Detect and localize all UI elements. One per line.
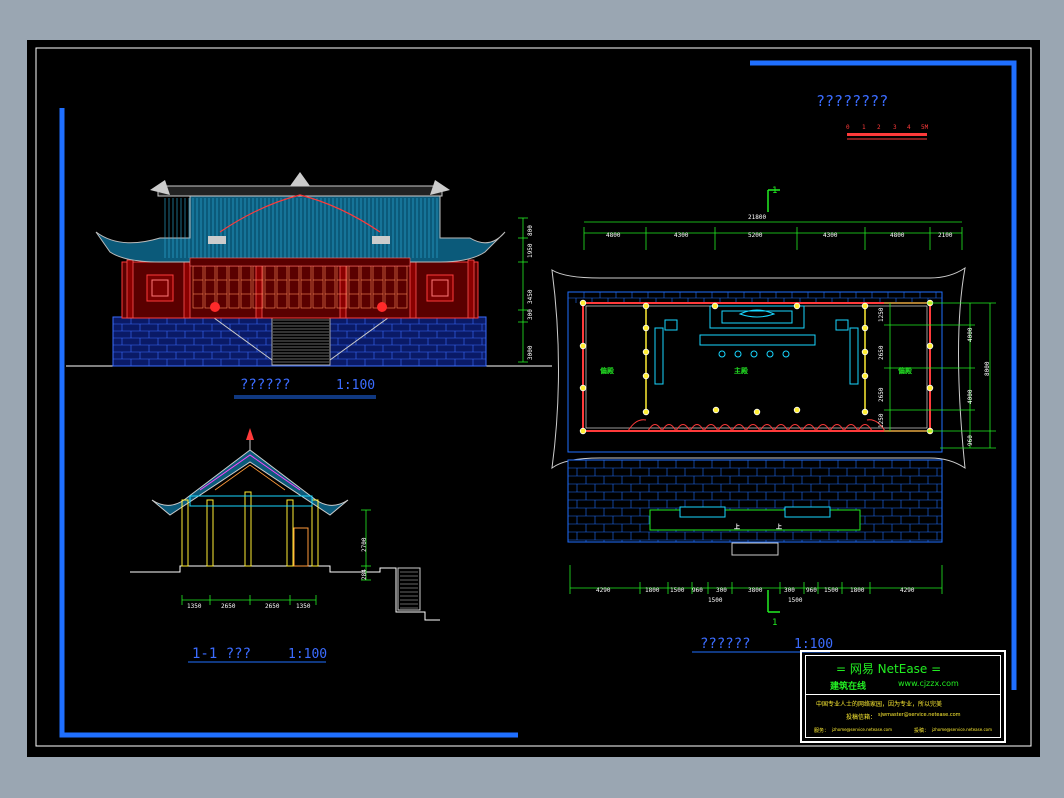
plan-column <box>861 408 869 416</box>
section-dim-label: 1350 <box>187 603 202 610</box>
scale-tick-label: 2 <box>877 124 881 131</box>
plan-dim-label: 960 <box>967 435 974 446</box>
brand-label: = 网易 NetEase = <box>836 662 942 676</box>
plan-dim-label: 1250 <box>878 413 885 428</box>
plan-dim-label: 300 <box>716 587 727 594</box>
plan-column <box>793 302 801 310</box>
section-drawing <box>130 428 440 663</box>
plan-column <box>579 299 587 307</box>
room-label-right: 偏殿 <box>898 367 912 375</box>
plan-dim-label: 2100 <box>938 232 953 239</box>
elevation-title: ?????? <box>240 377 291 393</box>
plan-dim-label: 1500 <box>788 597 803 604</box>
elevation-dim-label: 3000 <box>527 345 534 360</box>
plan-column <box>711 302 719 310</box>
plan-column <box>861 348 869 356</box>
frame-brackets <box>59 60 1017 738</box>
contact-label-3: 投稿： <box>914 728 930 734</box>
plan-column <box>753 408 761 416</box>
contact-email-1[interactable]: sjwmaster@service.netease.com <box>878 712 961 718</box>
section-mark-top: 1 <box>772 186 778 196</box>
plan-dim-label: 8000 <box>984 361 991 376</box>
plan-dim-label: 1800 <box>645 587 660 594</box>
plan-column <box>861 372 869 380</box>
plan-dim-label: 1500 <box>670 587 685 594</box>
plan-dim-label: 4300 <box>674 232 689 239</box>
plan-column <box>926 384 934 392</box>
plan-column <box>579 427 587 435</box>
plan-dim-label: 1500 <box>708 597 723 604</box>
plan-dim-label: 300 <box>784 587 795 594</box>
scale-tick-label: 5M <box>921 124 929 131</box>
scale-tick-label: 1 <box>862 124 866 131</box>
elevation-dim-label: 800 <box>527 225 534 236</box>
plan-column <box>926 342 934 350</box>
elevation-scale: 1:100 <box>336 378 376 393</box>
plan-dim-label: 1500 <box>824 587 839 594</box>
plan-total-width: 21800 <box>748 214 767 221</box>
scale-tick-label: 4 <box>907 124 911 131</box>
section-scale: 1:100 <box>288 647 328 662</box>
contact-label-1: 投稿信箱： <box>846 714 877 721</box>
plan-dim-label: 4800 <box>890 232 905 239</box>
plan-scale: 1:100 <box>794 637 834 652</box>
plan-column <box>861 302 869 310</box>
sheet-border <box>35 47 1032 747</box>
section-dim-label: 2650 <box>221 603 236 610</box>
plan-dim-label: 4290 <box>900 587 915 594</box>
elevation-dim-label: 300 <box>527 309 534 320</box>
scale-tick-label: 0 <box>846 124 850 131</box>
plan-column <box>579 384 587 392</box>
elevation-dim-label: 1950 <box>527 243 534 258</box>
section-dim-label: 1350 <box>296 603 311 610</box>
plan-dim-label: 5200 <box>748 232 763 239</box>
plan-column <box>712 406 720 414</box>
scale-bar-title: ???????? <box>816 92 889 110</box>
scale-tick-label: 3 <box>893 124 897 131</box>
section-title: 1-1 ??? <box>192 646 252 662</box>
plan-dim-label: 4290 <box>596 587 611 594</box>
contact-email-2[interactable]: jzhome@service.netease.com <box>832 727 892 732</box>
plan-dim-label: 1800 <box>850 587 865 594</box>
site-url[interactable]: www.cjzzx.com <box>898 679 959 688</box>
scale-bar <box>847 133 927 140</box>
section-dim-label: 2700 <box>361 537 368 552</box>
plan-dim-label: 2650 <box>878 387 885 402</box>
plan-column <box>642 372 650 380</box>
room-label-left: 偏殿 <box>600 367 614 375</box>
plan-dim-label: 3800 <box>748 587 763 594</box>
room-label-center: 主殿 <box>734 367 748 375</box>
plan-column <box>861 324 869 332</box>
section-dim-label: 284 <box>361 569 368 580</box>
plan-column <box>793 406 801 414</box>
plan-dim-label: 4800 <box>606 232 621 239</box>
plan-column <box>642 348 650 356</box>
plan-dim-label: 960 <box>692 587 703 594</box>
plan-dim-label: 960 <box>806 587 817 594</box>
plan-dim-label: 4000 <box>967 327 974 342</box>
step-mark-right: 上 <box>776 524 783 531</box>
plan-title: ?????? <box>700 636 751 652</box>
front-elevation <box>66 172 552 399</box>
plan-dim-label: 4300 <box>823 232 838 239</box>
plan-column <box>579 342 587 350</box>
plan-dim-label: 4000 <box>967 389 974 404</box>
elevation-dim-label: 3450 <box>527 289 534 304</box>
slogan: 中国专业人士的网络家园，因为专业，所以完美 <box>816 701 943 708</box>
section-dim-label: 2650 <box>265 603 280 610</box>
plan-dim-label: 1250 <box>878 307 885 322</box>
section-mark-bottom: 1 <box>772 618 778 628</box>
plan-column <box>642 408 650 416</box>
plan-column <box>642 324 650 332</box>
contact-email-3[interactable]: jzhome@service.netease.com <box>932 727 992 732</box>
site-name-cn: 建筑在线 <box>830 682 867 692</box>
title-block: = 网易 NetEase = 建筑在线 www.cjzzx.com 中国专业人士… <box>800 650 1006 743</box>
plan-dim-label: 2650 <box>878 345 885 360</box>
contact-label-2: 服务： <box>814 728 830 734</box>
step-mark-left: 上 <box>734 524 741 531</box>
plan-column <box>642 302 650 310</box>
plan-drawing <box>551 189 996 653</box>
